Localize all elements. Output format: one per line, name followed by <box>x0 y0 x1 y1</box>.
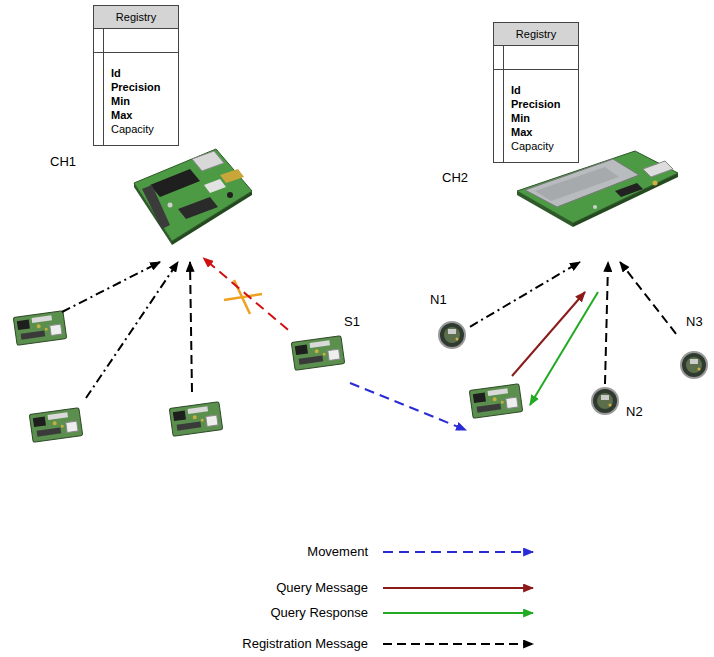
node-label: CH1 <box>50 154 76 169</box>
registration-arrow <box>62 262 160 312</box>
query-message-arrow <box>512 292 585 376</box>
registration-arrow <box>190 262 192 392</box>
cluster-head-board: CH1 <box>48 140 258 258</box>
registration-arrow <box>605 262 608 384</box>
movement-arrow <box>350 383 466 430</box>
sensor-node: S1 <box>288 312 364 378</box>
sensor-icon <box>13 311 66 346</box>
legend-label: Query Response <box>270 605 368 621</box>
legend-label: Registration Message <box>242 636 368 652</box>
device-picture <box>590 386 620 416</box>
table-title: Registry <box>116 11 156 23</box>
device-icon <box>291 336 344 371</box>
legend-sample <box>383 551 533 553</box>
registration-arrow <box>86 262 178 398</box>
moved-sensor-icon <box>469 384 522 419</box>
device-icon <box>517 151 678 227</box>
table-row <box>94 29 178 53</box>
device-picture <box>290 330 346 376</box>
node-label: N3 <box>686 314 703 329</box>
registry-table: RegistryIdPrecisionMinMaxCapacity <box>93 5 179 146</box>
device-icon <box>681 352 707 378</box>
failed-registration-arrow <box>203 258 288 330</box>
table-field: Max <box>111 108 170 122</box>
cluster-head-board: CH2 <box>440 135 685 262</box>
device-picture <box>515 147 680 227</box>
table-column <box>494 70 504 162</box>
registration-arrow <box>470 262 580 327</box>
node-label: CH2 <box>442 170 468 185</box>
device-icon <box>439 322 465 348</box>
table-field: Precision <box>111 80 170 94</box>
sensor-node: N3 <box>676 314 710 380</box>
table-row: IdPrecisionMinMaxCapacity <box>494 70 578 162</box>
legend-label: Query Message <box>276 580 368 596</box>
node-label: N1 <box>430 292 447 307</box>
table-field: Min <box>511 111 570 125</box>
device-picture <box>130 145 255 245</box>
legend-sample <box>383 612 533 614</box>
table-field: Capacity <box>111 122 170 136</box>
device-icon <box>592 388 618 414</box>
legend-sample <box>383 587 533 589</box>
device-picture <box>679 350 709 380</box>
table-field: Max <box>511 125 570 139</box>
table-field: Id <box>511 83 570 97</box>
table-header: Registry <box>494 23 578 46</box>
table-row: IdPrecisionMinMaxCapacity <box>94 53 178 145</box>
table-field: Capacity <box>511 139 570 153</box>
device-picture <box>437 320 467 350</box>
table-field: Id <box>111 66 170 80</box>
sensor-node: N1 <box>428 292 470 350</box>
legend-sample <box>383 643 533 645</box>
table-field: Min <box>111 94 170 108</box>
device-icon <box>134 149 252 245</box>
table-title: Registry <box>516 28 556 40</box>
node-label: S1 <box>344 314 360 329</box>
sensor-icon <box>169 402 222 437</box>
sensor-icon <box>29 408 82 443</box>
node-label: N2 <box>626 404 643 419</box>
query-response-arrow <box>530 292 598 405</box>
table-field: Precision <box>511 97 570 111</box>
table-column <box>494 46 504 69</box>
legend-label: Movement <box>307 544 368 560</box>
registry-table: RegistryIdPrecisionMinMaxCapacity <box>493 22 579 163</box>
table-column <box>94 29 104 52</box>
table-header: Registry <box>94 6 178 29</box>
table-row <box>494 46 578 70</box>
sensor-node: N2 <box>590 384 650 422</box>
registration-arrow <box>620 262 676 334</box>
table-column <box>94 53 104 145</box>
